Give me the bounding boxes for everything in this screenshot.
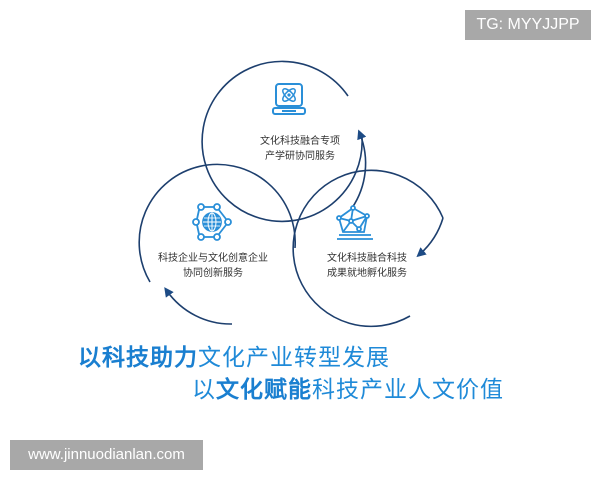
left-circle [138,163,296,283]
left-node-line2: 协同创新服务 [183,268,243,279]
slogan-line1-rest: 文化产业转型发展 [198,345,390,371]
right-node-line1: 文化科技融合科技 [327,253,407,264]
slogan-line1-bold: 以科技助力 [78,345,198,371]
globe-network-icon [192,203,232,241]
slogan-line-1: 以科技助力文化产业转型发展 [78,338,390,372]
network-laptop-icon [336,205,373,240]
slogan-line2-bold: 文化赋能 [216,377,312,403]
right-arrow-icon [416,217,444,258]
left-node-line1: 科技企业与文化创意企业 [158,253,268,264]
top-node-line1: 文化科技融合专项 [260,136,340,147]
top-node-label: 文化科技融合专项 产学研协同服务 [240,134,360,164]
right-circle [292,169,444,328]
left-node-label: 科技企业与文化创意企业 协同创新服务 [148,251,278,281]
right-node-label: 文化科技融合科技 成果就地孵化服务 [307,251,427,281]
right-node-line2: 成果就地孵化服务 [327,268,407,279]
top-circle [201,60,363,223]
tg-watermark: TG: MYYJJPP [465,10,591,40]
slogan-line-2: 以文化赋能科技产业人文价值 [192,370,504,404]
atom-laptop-icon [272,83,306,115]
url-watermark: www.jinnuodianlan.com [10,440,203,470]
left-arrow-icon [164,287,233,325]
slogan-line2-prefix: 以 [192,377,216,403]
top-node-line2: 产学研协同服务 [265,151,335,162]
slogan-line2-rest: 科技产业人文价值 [312,377,504,403]
top-arrow-icon [351,129,367,209]
